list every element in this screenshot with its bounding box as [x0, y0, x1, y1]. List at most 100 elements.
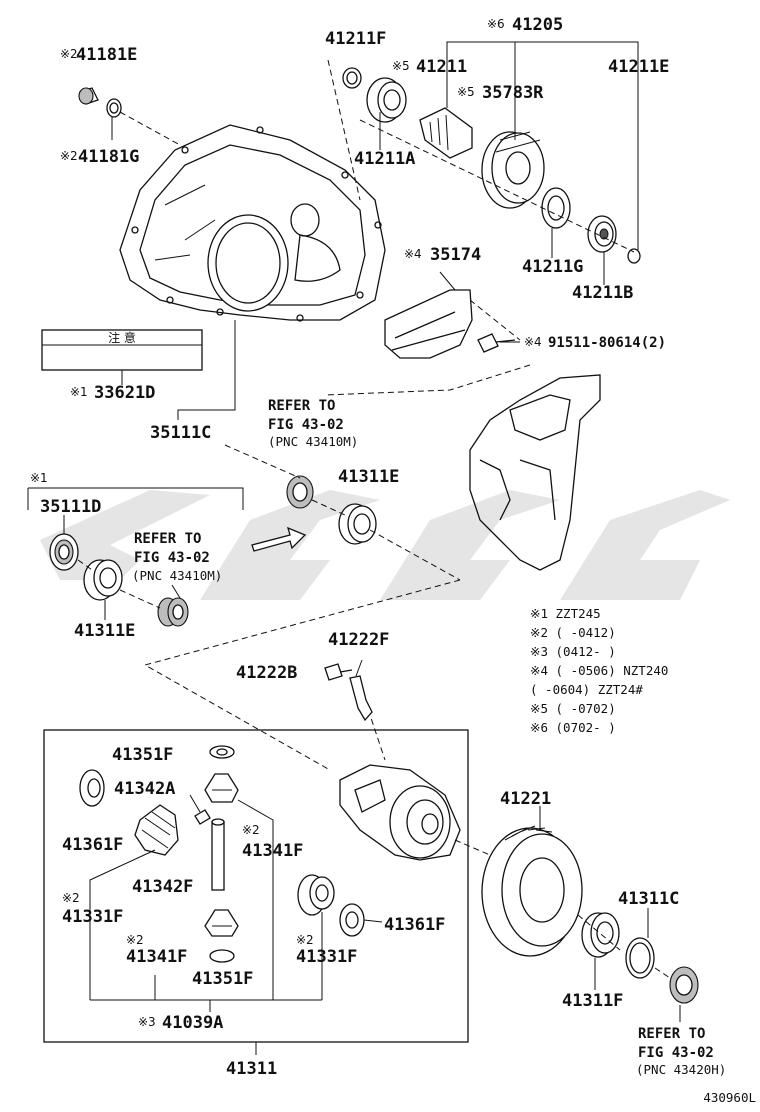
- mark-2: ※2: [126, 933, 144, 947]
- part-41351F-washer-top: [209, 745, 235, 759]
- label-41361F-right: 41361F: [384, 915, 445, 935]
- applicability-notes: ※1 ZZT245 ※2 ( -0412) ※3 (0412- ) ※4 ( -…: [530, 606, 668, 735]
- label-41222B: 41222B: [236, 663, 297, 683]
- note-line-7: ※6 (0702- ): [530, 720, 616, 735]
- transaxle-case-ghost: [469, 374, 601, 571]
- part-41311F-bearing: [581, 912, 620, 958]
- caution-label-text: 注 意: [108, 330, 136, 345]
- label-41211F: 41211F: [325, 29, 386, 49]
- label-41181G: 41181G: [78, 147, 139, 167]
- label-41331F-left: 41331F: [62, 907, 123, 927]
- mark-1: ※1: [70, 385, 88, 399]
- part-41311E-bearing-race-top: [338, 503, 377, 545]
- arrow-icon: [251, 526, 307, 552]
- part-41361F-washer-right: [339, 903, 365, 937]
- part-35783R-gear: [481, 131, 545, 209]
- label-41311F: 41311F: [562, 991, 623, 1011]
- label-33621D: 33621D: [94, 383, 155, 403]
- part-41222F-lock-plate: [349, 675, 373, 722]
- label-41181E: 41181E: [76, 45, 137, 65]
- label-41351F-low: 41351F: [192, 969, 253, 989]
- transaxle-housing: [119, 124, 386, 322]
- part-41311C-shim: [625, 937, 655, 979]
- mark-6: ※6: [487, 17, 505, 31]
- label-41211A: 41211A: [354, 149, 415, 169]
- label-41341F-low: 41341F: [126, 947, 187, 967]
- label-41311: 41311: [226, 1059, 277, 1079]
- part-91511-bolt: [477, 333, 516, 353]
- refer-2-line-2: FIG 43-02: [134, 550, 210, 566]
- refer-3-line-1: REFER TO: [638, 1026, 705, 1042]
- label-41341F-right: 41341F: [242, 841, 303, 861]
- refer-1-line-2: FIG 43-02: [268, 417, 344, 433]
- part-41211F-seal: [342, 67, 362, 89]
- note-line-1: ※1 ZZT245: [530, 606, 601, 621]
- note-line-5: ( -0604) ZZT24#: [530, 682, 643, 697]
- part-41331F-side-gear-right: [297, 874, 335, 916]
- part-35111D-seal: [49, 533, 79, 571]
- label-35111D: 35111D: [40, 497, 101, 517]
- label-41311E-left: 41311E: [74, 621, 135, 641]
- label-41331F-right: 41331F: [296, 947, 357, 967]
- caution-label-plate: 注 意: [41, 329, 203, 371]
- mark-2: ※2: [242, 823, 260, 837]
- label-41039A: 41039A: [162, 1013, 223, 1033]
- refer-2-line-3: (PNC 43410M): [132, 568, 222, 583]
- part-refer-43420H-bearing: [669, 966, 699, 1004]
- mark-2: ※2: [60, 149, 78, 163]
- part-41311E-bearing-left: [83, 559, 123, 601]
- part-41331F-side-gear-left: [134, 804, 179, 856]
- part-41361F-washer-left: [79, 769, 105, 807]
- label-35174: 35174: [430, 245, 481, 265]
- mark-4: ※4: [404, 247, 422, 261]
- refer-1-line-3: (PNC 43410M): [268, 434, 358, 449]
- label-41361F-left: 41361F: [62, 835, 123, 855]
- figure-id: 430960L: [703, 1090, 756, 1105]
- part-35174-oil-receiver: [384, 289, 473, 359]
- part-41221-ring-gear: [481, 825, 583, 957]
- mark-1: ※1: [30, 471, 48, 485]
- part-41211B-bearing: [587, 215, 617, 253]
- mark-4: ※4: [524, 335, 542, 349]
- label-41211: 41211: [416, 57, 467, 77]
- refer-3-line-3: (PNC 43420H): [636, 1062, 726, 1077]
- note-line-2: ※2 ( -0412): [530, 625, 616, 640]
- part-refer-43410M-bearing-left: [157, 597, 189, 627]
- part-41181E-plug: [78, 87, 99, 105]
- refer-1-line-1: REFER TO: [268, 398, 335, 414]
- label-41205: 41205: [512, 15, 563, 35]
- part-41341F-pinion-low: [204, 909, 239, 937]
- part-41211E-plug: [627, 248, 641, 264]
- label-41342A: 41342A: [114, 779, 175, 799]
- label-41311C: 41311C: [618, 889, 679, 909]
- watermark-logo: [40, 490, 730, 600]
- part-41222B-bolt: [324, 663, 353, 681]
- part-41181G-seal: [106, 98, 122, 118]
- note-line-6: ※5 ( -0702): [530, 701, 616, 716]
- label-41211G: 41211G: [522, 257, 583, 277]
- part-41341F-pinion-top: [204, 773, 239, 803]
- mark-5: ※5: [457, 85, 475, 99]
- part-41342F-pinion-shaft: [211, 818, 225, 891]
- note-line-3: ※3 (0412- ): [530, 644, 616, 659]
- refer-3-line-2: FIG 43-02: [638, 1045, 714, 1061]
- label-41351F-top: 41351F: [112, 745, 173, 765]
- part-41211G-seal: [541, 187, 571, 229]
- label-41222F: 41222F: [328, 630, 389, 650]
- label-41211E: 41211E: [608, 57, 669, 77]
- part-41211-shaft: [419, 107, 473, 159]
- note-line-4: ※4 ( -0506) NZT240: [530, 663, 668, 678]
- label-41211B: 41211B: [572, 283, 633, 303]
- mark-3: ※3: [138, 1015, 156, 1029]
- label-41311E-top: 41311E: [338, 467, 399, 487]
- label-35783R: 35783R: [482, 83, 544, 103]
- label-41342F: 41342F: [132, 877, 193, 897]
- mark-5: ※5: [392, 59, 410, 73]
- refer-2-line-1: REFER TO: [134, 531, 201, 547]
- part-41351F-washer-low: [209, 949, 235, 963]
- part-41342A-pin: [194, 809, 211, 825]
- mark-2: ※2: [60, 47, 78, 61]
- label-41221: 41221: [500, 789, 551, 809]
- mark-2: ※2: [296, 933, 314, 947]
